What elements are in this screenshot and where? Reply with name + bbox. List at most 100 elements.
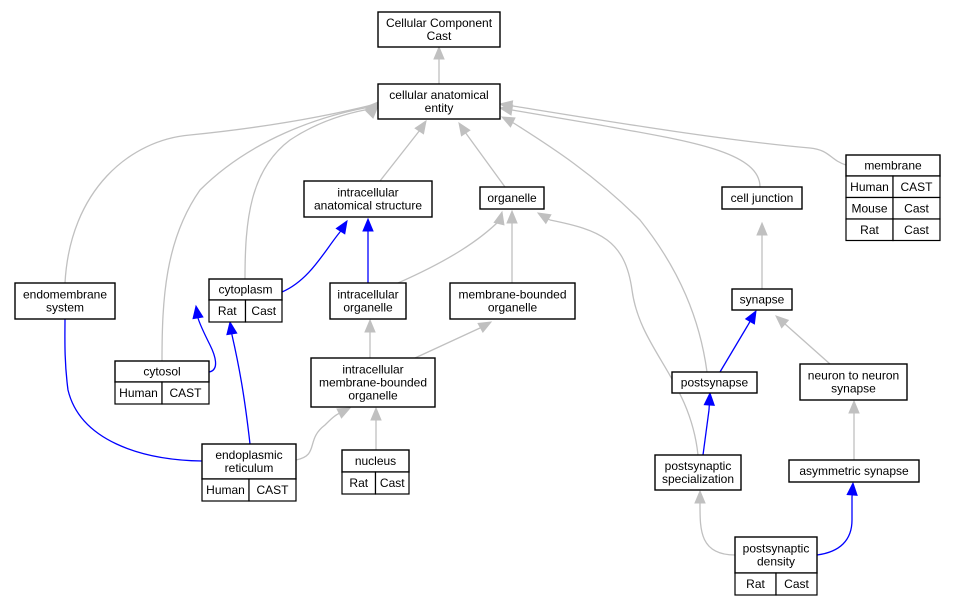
node-synapse[interactable]: synapse xyxy=(731,288,793,311)
node-label: cellular anatomical xyxy=(389,88,488,102)
arrowhead-icon xyxy=(846,481,858,496)
arrowhead-icon xyxy=(756,221,768,236)
node-box xyxy=(654,454,742,491)
is-a-edge xyxy=(512,105,847,166)
part-of-edge xyxy=(281,231,341,293)
node-box xyxy=(721,186,803,210)
is-a-edge xyxy=(699,504,736,556)
node-label: nucleus xyxy=(355,454,396,468)
is-a-edge xyxy=(464,131,506,188)
node-label: asymmetric synapse xyxy=(799,464,909,478)
is-a-edge xyxy=(244,107,377,280)
is-a-edge xyxy=(295,412,341,461)
node-box xyxy=(303,180,433,218)
node-label: membrane-bounded xyxy=(319,376,427,390)
arrowhead-icon xyxy=(364,318,376,333)
node-label: cytoplasm xyxy=(218,283,272,297)
node-label: reticulum xyxy=(225,461,274,475)
node-label: synapse xyxy=(740,293,785,307)
node-label: membrane xyxy=(864,159,922,173)
arrowhead-icon xyxy=(500,116,516,128)
arrowhead-icon xyxy=(370,406,382,421)
cast-cell: Cast xyxy=(374,471,410,495)
part-of-edge xyxy=(702,409,710,456)
is-a-edge xyxy=(161,105,377,362)
species-cell: Rat xyxy=(341,471,377,495)
node-label: intracellular xyxy=(337,186,398,200)
cell-label: Rat xyxy=(746,577,765,591)
node-box xyxy=(310,357,436,408)
part-of-edge xyxy=(719,324,749,373)
cast-cell: Cast xyxy=(244,299,283,323)
arrowhead-icon xyxy=(506,209,518,224)
part-of-edge xyxy=(64,318,203,462)
cell-label: CAST xyxy=(900,180,933,194)
cell-label: Human xyxy=(206,483,245,497)
node-label: entity xyxy=(425,101,454,115)
node-box xyxy=(14,282,116,320)
is-a-edge xyxy=(511,109,761,188)
node-box xyxy=(377,11,501,48)
node-label: Cellular Component xyxy=(386,16,493,30)
node-organelle[interactable]: organelle xyxy=(479,186,545,210)
cell-label: Human xyxy=(850,180,889,194)
cell-label: Cast xyxy=(904,223,929,237)
node-box xyxy=(449,282,576,320)
node-label: neuron to neuron xyxy=(808,369,899,383)
part-of-edge xyxy=(197,317,217,373)
is-a-edge xyxy=(397,219,501,284)
node-box xyxy=(201,443,297,480)
cast-cell: Cast xyxy=(892,218,941,242)
cell-label: Rat xyxy=(349,476,368,490)
species-cell: Human xyxy=(845,175,894,199)
node-box xyxy=(671,371,758,394)
species-cell: Mouse xyxy=(845,196,894,220)
node-label: organelle xyxy=(488,301,538,315)
cast-cell: Cast xyxy=(775,572,818,596)
cell-label: Cast xyxy=(251,304,276,318)
node-asymmetric-synapse[interactable]: asymmetric synapse xyxy=(788,459,920,483)
cell-label: Human xyxy=(119,386,158,400)
species-cell: Rat xyxy=(208,299,247,323)
species-cell: Rat xyxy=(734,572,777,596)
node-label: synapse xyxy=(831,382,876,396)
cell-label: Rat xyxy=(860,223,879,237)
arrowhead-icon xyxy=(365,105,379,119)
arrowhead-icon xyxy=(848,399,860,414)
node-box xyxy=(734,536,818,574)
node-label: anatomical structure xyxy=(314,199,422,213)
node-label: intracellular xyxy=(337,288,398,302)
node-label: cell junction xyxy=(731,191,794,205)
part-of-edge xyxy=(231,334,251,445)
arrowhead-icon xyxy=(744,309,757,325)
arrowhead-icon xyxy=(336,407,352,419)
node-cell-junction[interactable]: cell junction xyxy=(721,186,803,210)
node-label: system xyxy=(46,301,84,315)
node-label: postsynaptic xyxy=(665,459,732,473)
node-label: cytosol xyxy=(143,365,180,379)
node-postsynapse[interactable]: postsynapse xyxy=(671,371,758,394)
cell-label: CAST xyxy=(169,386,202,400)
node-label: postsynapse xyxy=(681,376,749,390)
is-a-edge xyxy=(379,129,421,182)
node-label: density xyxy=(757,555,795,569)
cell-label: Cast xyxy=(904,201,929,215)
species-cell: Rat xyxy=(845,218,894,242)
cast-cell: CAST xyxy=(892,175,941,199)
